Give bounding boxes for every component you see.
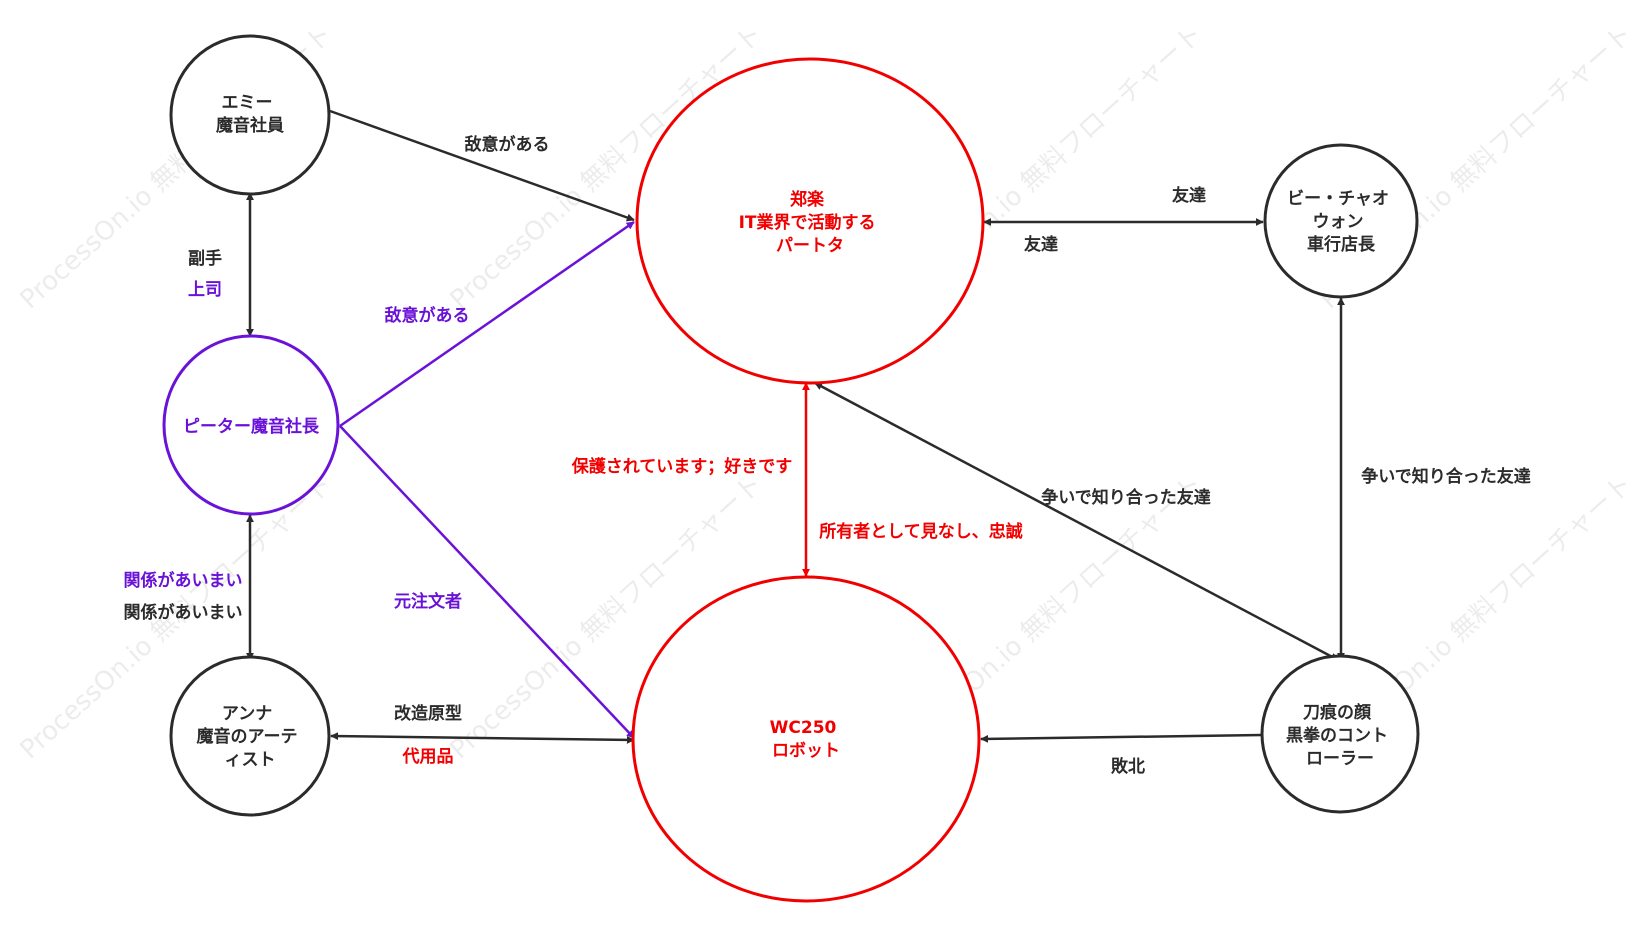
svg-text:エミー 魔音社員: エミー 魔音社員 (216, 93, 284, 136)
svg-text:郑楽 IT業界で活動する パ: 郑楽 IT業界で活動する パートタ (739, 189, 882, 256)
edge-label-zheng-scar: 争いで知り合った友達 (1041, 487, 1211, 508)
node-wc250-label-2: ロボット (772, 741, 840, 761)
edge-label-amy-peter-2: 上司 (188, 280, 222, 300)
edge-layer (246, 109, 1345, 744)
node-anna-label-2: 魔音のアーテ (197, 726, 298, 747)
edge-label-peter-zheng: 敌意がある (385, 305, 470, 326)
node-scar-label-3: ローラー (1306, 749, 1374, 769)
edge-label-zheng-bee-1: 友達 (1172, 185, 1206, 206)
edge-peter-zheng (339, 220, 635, 428)
svg-text:刀痕の顔 黒拳のコント ロー: 刀痕の顔 黒拳のコント ローラー (1286, 702, 1394, 769)
edge-label-anna-wc250-1: 改造原型 (394, 703, 462, 724)
node-scar[interactable]: 刀痕の顔 黒拳のコント ローラー (1260, 654, 1420, 814)
node-peter-circle (162, 334, 340, 516)
node-bee-label-1: ビー・チャオ (1287, 189, 1389, 209)
edge-scar-wc250 (980, 733, 1263, 743)
node-bee-circle (1263, 143, 1419, 299)
svg-text:ビー・チャオ ウォン 車行店: ビー・チャオ ウォン 車行店長 (1287, 189, 1395, 255)
node-bee-label-3: 車行店長 (1307, 234, 1376, 255)
node-scar-circle (1260, 654, 1420, 814)
edge-label-zheng-wc250-2: 所有者として見なし、忠誠 (819, 521, 1023, 542)
node-amy-label-1: エミー (222, 93, 273, 113)
svg-text:WC250 ロボット: WC250 ロボット (770, 718, 843, 761)
edge-label-peter-anna-2: 関係があいまい (124, 602, 243, 623)
node-layer: エミー 魔音社員 郑楽 IT業界で活動する パートタ ビー・チャオ ウォン 車行… (162, 34, 1420, 903)
node-zheng-label-1: 郑楽 (790, 189, 825, 210)
node-scar-label-2: 黒拳のコント (1286, 725, 1388, 746)
svg-text:アンナ 魔音のアーテ ィスト: アンナ 魔音のアーテ ィスト (197, 704, 304, 770)
edge-label-zheng-bee-2: 友達 (1024, 234, 1058, 255)
node-wc250[interactable]: WC250 ロボット (631, 575, 981, 903)
edge-zheng-scar (814, 381, 1339, 662)
edge-amy-zheng (329, 109, 635, 222)
node-peter[interactable]: ピーター魔音社長 (162, 334, 340, 516)
node-wc250-label-1: WC250 (770, 718, 837, 738)
node-bee-label-2: ウォン (1313, 212, 1364, 232)
node-anna-label-1: アンナ (222, 704, 272, 724)
node-anna-circle (169, 655, 331, 817)
edge-label-peter-wc250: 元注文者 (394, 591, 462, 612)
edge-label-amy-zheng: 敌意がある (465, 134, 550, 155)
edge-anna-wc250 (330, 732, 635, 744)
edge-label-amy-peter-1: 副手 (188, 248, 222, 269)
svg-text:ピーター魔音社長: ピーター魔音社長 (183, 416, 320, 437)
node-zheng-circle (635, 57, 985, 385)
node-peter-label-1: ピーター魔音社長 (183, 416, 320, 437)
node-amy-circle (169, 34, 331, 196)
edge-peter-wc250 (339, 425, 635, 739)
node-anna[interactable]: アンナ 魔音のアーテ ィスト (169, 655, 331, 817)
edge-label-peter-anna-1: 関係があいまい (124, 570, 243, 591)
node-amy-label-2: 魔音社員 (216, 115, 284, 136)
node-scar-label-1: 刀痕の顔 (1303, 702, 1372, 723)
edge-label-bee-scar: 争いで知り合った友達 (1361, 466, 1531, 487)
node-bee[interactable]: ビー・チャオ ウォン 車行店長 (1263, 143, 1419, 299)
node-anna-label-3: ィスト (225, 750, 276, 770)
edge-label-layer: 敌意がある 副手 上司 敌意がある 元注文者 関係があいまい 関係があいまい 改… (124, 134, 1531, 777)
node-zheng[interactable]: 郑楽 IT業界で活動する パートタ (635, 57, 985, 385)
edge-label-scar-wc250: 敗北 (1111, 756, 1145, 777)
node-wc250-circle (631, 575, 981, 903)
edge-label-anna-wc250-2: 代用品 (402, 746, 454, 767)
node-zheng-label-2: IT業界で活動する (739, 212, 876, 233)
node-amy[interactable]: エミー 魔音社員 (169, 34, 331, 196)
edge-label-zheng-wc250-1: 保護されています；好きです (571, 456, 793, 477)
node-zheng-label-3: パートタ (776, 236, 844, 256)
